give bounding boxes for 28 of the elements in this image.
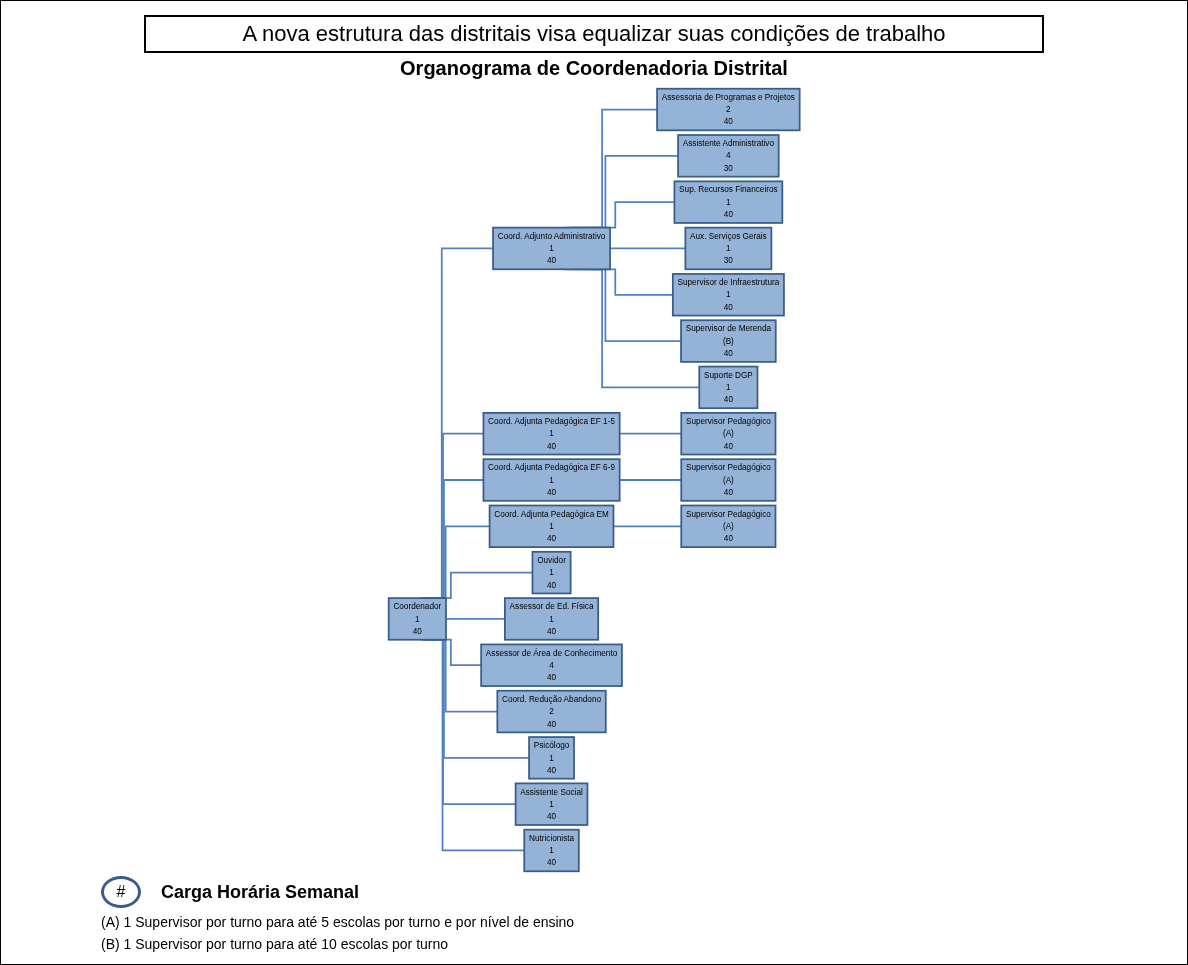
node-box: Psicólogo 1 40 — [528, 736, 575, 780]
legend-label: Carga Horária Semanal — [161, 881, 360, 903]
node-box: Coordenador 1 40 — [387, 597, 447, 641]
node-box: Coord. Adjunta Pedagógica EF 6-9 1 40 — [482, 458, 621, 502]
node-box: Supervisor de Merenda (B) 40 — [679, 319, 777, 363]
node-box: Ouvidor 1 40 — [531, 550, 572, 595]
node-box: Assessoria de Programas e Projetos 2 40 — [656, 87, 801, 132]
footnote: (B) 1 Supervisor por turno para até 10 escolas por turno — [101, 936, 450, 952]
node-box: Supervisor Pedagógico (A) 40 — [680, 412, 777, 456]
title-box: A nova estrutura das distritais visa equalizar suas condições de trabalho — [144, 15, 1044, 53]
node-box: Nutricionista 1 40 — [523, 828, 580, 873]
chart-heading: Organograma de Coordenadoria Distrital — [400, 57, 788, 80]
node-box: Aux. Serviços Gerais 1 30 — [684, 226, 773, 271]
legend-ellipse: # — [101, 876, 141, 908]
node-box: Suporte DGP 1 40 — [698, 365, 759, 410]
node-box: Assistente Administrativo 4 30 — [677, 134, 780, 178]
node-box: Coord. Redução Abandono 2 40 — [496, 689, 607, 734]
node-box: Coord. Adjunta Pedagógica EM 1 40 — [488, 504, 615, 548]
node-box: Supervisor de Infraestrutura 1 40 — [671, 273, 785, 317]
node-box: Coord. Adjunta Pedagógica EF 1-5 1 40 — [482, 412, 621, 456]
node-box: Assessor de Área de Conhecimento 4 40 — [480, 643, 623, 687]
node-box: Sup. Recursos Financeiros 1 40 — [673, 180, 784, 224]
node-box: Supervisor Pedagógico (A) 40 — [680, 458, 777, 502]
node-box: Coord. Adjunto Administrativo 1 40 — [491, 226, 611, 271]
node-box: Assessor de Ed. Física 1 40 — [503, 597, 599, 641]
node-box: Supervisor Pedagógico (A) 40 — [680, 504, 777, 548]
node-box: Assistente Social 1 40 — [514, 782, 589, 826]
footnote: (A) 1 Supervisor por turno para até 5 escolas por turno e por nível de ensino — [101, 914, 575, 930]
